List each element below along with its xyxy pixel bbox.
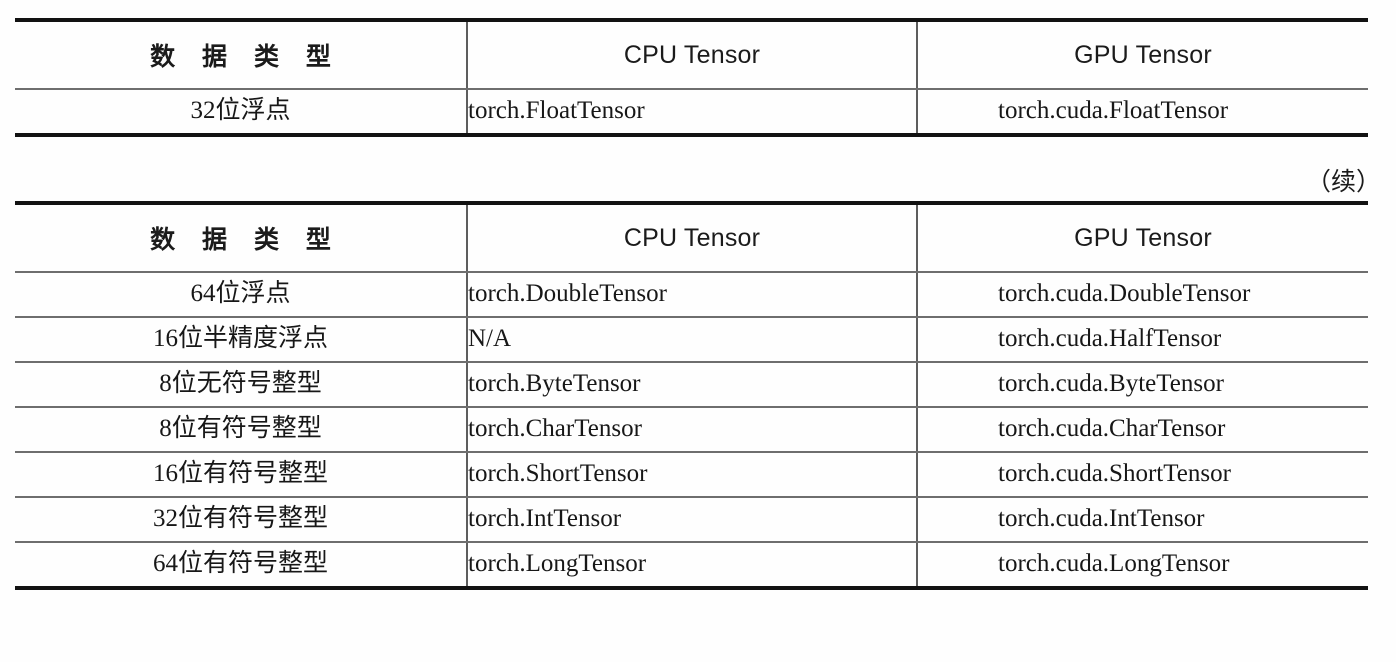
column-header-cpu-tensor: CPU Tensor	[466, 18, 917, 90]
table-row: 32位有符号整型 torch.IntTensor torch.cuda.IntT…	[15, 497, 1368, 543]
cell-cpu-tensor: torch.CharTensor	[466, 407, 917, 453]
column-header-gpu-tensor: GPU Tensor	[916, 18, 1368, 90]
table-row: 64位有符号整型 torch.LongTensor torch.cuda.Lon…	[15, 542, 1368, 590]
cell-cpu-tensor: torch.IntTensor	[466, 497, 917, 543]
cell-gpu-tensor: torch.cuda.LongTensor	[916, 542, 1368, 590]
table-row: 16位有符号整型 torch.ShortTensor torch.cuda.Sh…	[15, 452, 1368, 498]
cell-data-type: 64位浮点	[15, 272, 467, 318]
table-row: 16位半精度浮点 N/A torch.cuda.HalfTensor	[15, 317, 1368, 363]
cell-data-type: 8位无符号整型	[15, 362, 467, 408]
table-header: 数 据 类 型 CPU Tensor GPU Tensor	[15, 18, 1368, 90]
cell-cpu-tensor: torch.FloatTensor	[466, 89, 917, 137]
cell-cpu-tensor: torch.DoubleTensor	[466, 272, 917, 318]
column-header-cpu-tensor: CPU Tensor	[466, 201, 917, 273]
table-row: 64位浮点 torch.DoubleTensor torch.cuda.Doub…	[15, 272, 1368, 318]
cell-gpu-tensor: torch.cuda.DoubleTensor	[916, 272, 1368, 318]
cell-gpu-tensor: torch.cuda.ShortTensor	[916, 452, 1368, 498]
column-header-data-type: 数 据 类 型	[15, 18, 467, 90]
cell-data-type: 16位有符号整型	[15, 452, 467, 498]
cell-cpu-tensor: N/A	[466, 317, 917, 363]
column-header-gpu-tensor: GPU Tensor	[916, 201, 1368, 273]
cell-gpu-tensor: torch.cuda.CharTensor	[916, 407, 1368, 453]
cell-data-type: 32位有符号整型	[15, 497, 467, 543]
cell-gpu-tensor: torch.cuda.FloatTensor	[916, 89, 1368, 137]
table-row: 8位有符号整型 torch.CharTensor torch.cuda.Char…	[15, 407, 1368, 453]
table-body: 64位浮点 torch.DoubleTensor torch.cuda.Doub…	[15, 272, 1368, 590]
header-row: 数 据 类 型 CPU Tensor GPU Tensor	[15, 201, 1368, 273]
table-header: 数 据 类 型 CPU Tensor GPU Tensor	[15, 201, 1368, 273]
cell-gpu-tensor: torch.cuda.IntTensor	[916, 497, 1368, 543]
data-table: 数 据 类 型 CPU Tensor GPU Tensor 64位浮点 torc…	[15, 201, 1368, 590]
tensor-types-table-part-1: 数 据 类 型 CPU Tensor GPU Tensor 32位浮点 torc…	[15, 18, 1368, 137]
cell-cpu-tensor: torch.ByteTensor	[466, 362, 917, 408]
tensor-types-table-part-2: 数 据 类 型 CPU Tensor GPU Tensor 64位浮点 torc…	[15, 201, 1368, 590]
cell-data-type: 16位半精度浮点	[15, 317, 467, 363]
header-row: 数 据 类 型 CPU Tensor GPU Tensor	[15, 18, 1368, 90]
table-body: 32位浮点 torch.FloatTensor torch.cuda.Float…	[15, 89, 1368, 137]
cell-data-type: 8位有符号整型	[15, 407, 467, 453]
table-row: 8位无符号整型 torch.ByteTensor torch.cuda.Byte…	[15, 362, 1368, 408]
column-header-data-type: 数 据 类 型	[15, 201, 467, 273]
cell-cpu-tensor: torch.ShortTensor	[466, 452, 917, 498]
continuation-note: （续）	[1305, 169, 1381, 196]
cell-gpu-tensor: torch.cuda.HalfTensor	[916, 317, 1368, 363]
cell-cpu-tensor: torch.LongTensor	[466, 542, 917, 590]
cell-data-type: 32位浮点	[15, 89, 467, 137]
data-table: 数 据 类 型 CPU Tensor GPU Tensor 32位浮点 torc…	[15, 18, 1368, 137]
table-row: 32位浮点 torch.FloatTensor torch.cuda.Float…	[15, 89, 1368, 137]
cell-data-type: 64位有符号整型	[15, 542, 467, 590]
cell-gpu-tensor: torch.cuda.ByteTensor	[916, 362, 1368, 408]
